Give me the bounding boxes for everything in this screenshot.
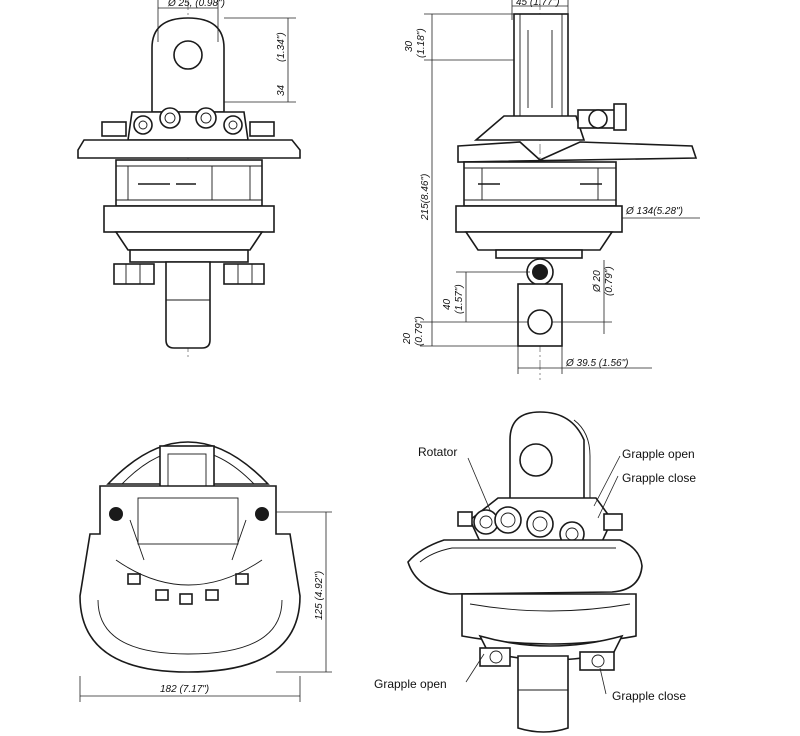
- port-fittings-front: [101, 107, 275, 137]
- label-rotator: Rotator: [418, 445, 457, 459]
- callout-leaders: [465, 455, 621, 695]
- label-grapple-open-top: Grapple open: [622, 447, 695, 461]
- dim-pin-20-inch: (0.79"): [604, 266, 615, 296]
- dim-overall-height: 215(8.46"): [420, 174, 431, 221]
- dim-pin-20: Ø 20: [592, 270, 603, 293]
- dim-079-inch: (0.79"): [414, 316, 425, 346]
- top-view: 125 (4.92") 182 (7.17"): [79, 441, 332, 702]
- dim-40: 40: [442, 298, 453, 310]
- dim-134-inch: (1.34"): [276, 32, 287, 62]
- dim-top-width: 182 (7.17"): [160, 684, 209, 695]
- isometric-view: [407, 411, 643, 733]
- dim-top-depth: 125 (4.92"): [314, 571, 325, 620]
- dim-20: 20: [402, 332, 413, 345]
- side-view: 45 (1.77") 30 (1.18") 215(8.46") Ø 134(5…: [402, 0, 700, 380]
- dim-157-inch: (1.57"): [454, 284, 465, 314]
- label-grapple-close-bottom: Grapple close: [612, 689, 686, 703]
- dim-30: 30: [404, 40, 415, 52]
- dim-shaft-diameter: Ø 39.5 (1.56"): [565, 358, 628, 369]
- dim-118-inch: (1.18"): [416, 28, 427, 58]
- label-grapple-open-bottom: Grapple open: [374, 677, 447, 691]
- dim-housing-diameter: Ø 134(5.28"): [625, 206, 683, 217]
- label-grapple-close-top: Grapple close: [622, 471, 696, 485]
- iso-port-fittings: [457, 506, 623, 547]
- front-view: Ø 25, (0.98") 34 (1.34"): [77, 0, 301, 360]
- dim-34: 34: [276, 84, 287, 96]
- dim-pin-diameter: Ø 25, (0.98"): [167, 0, 225, 9]
- dim-lug-width: 45 (1.77"): [516, 0, 560, 8]
- top-view-fittings: [127, 573, 249, 605]
